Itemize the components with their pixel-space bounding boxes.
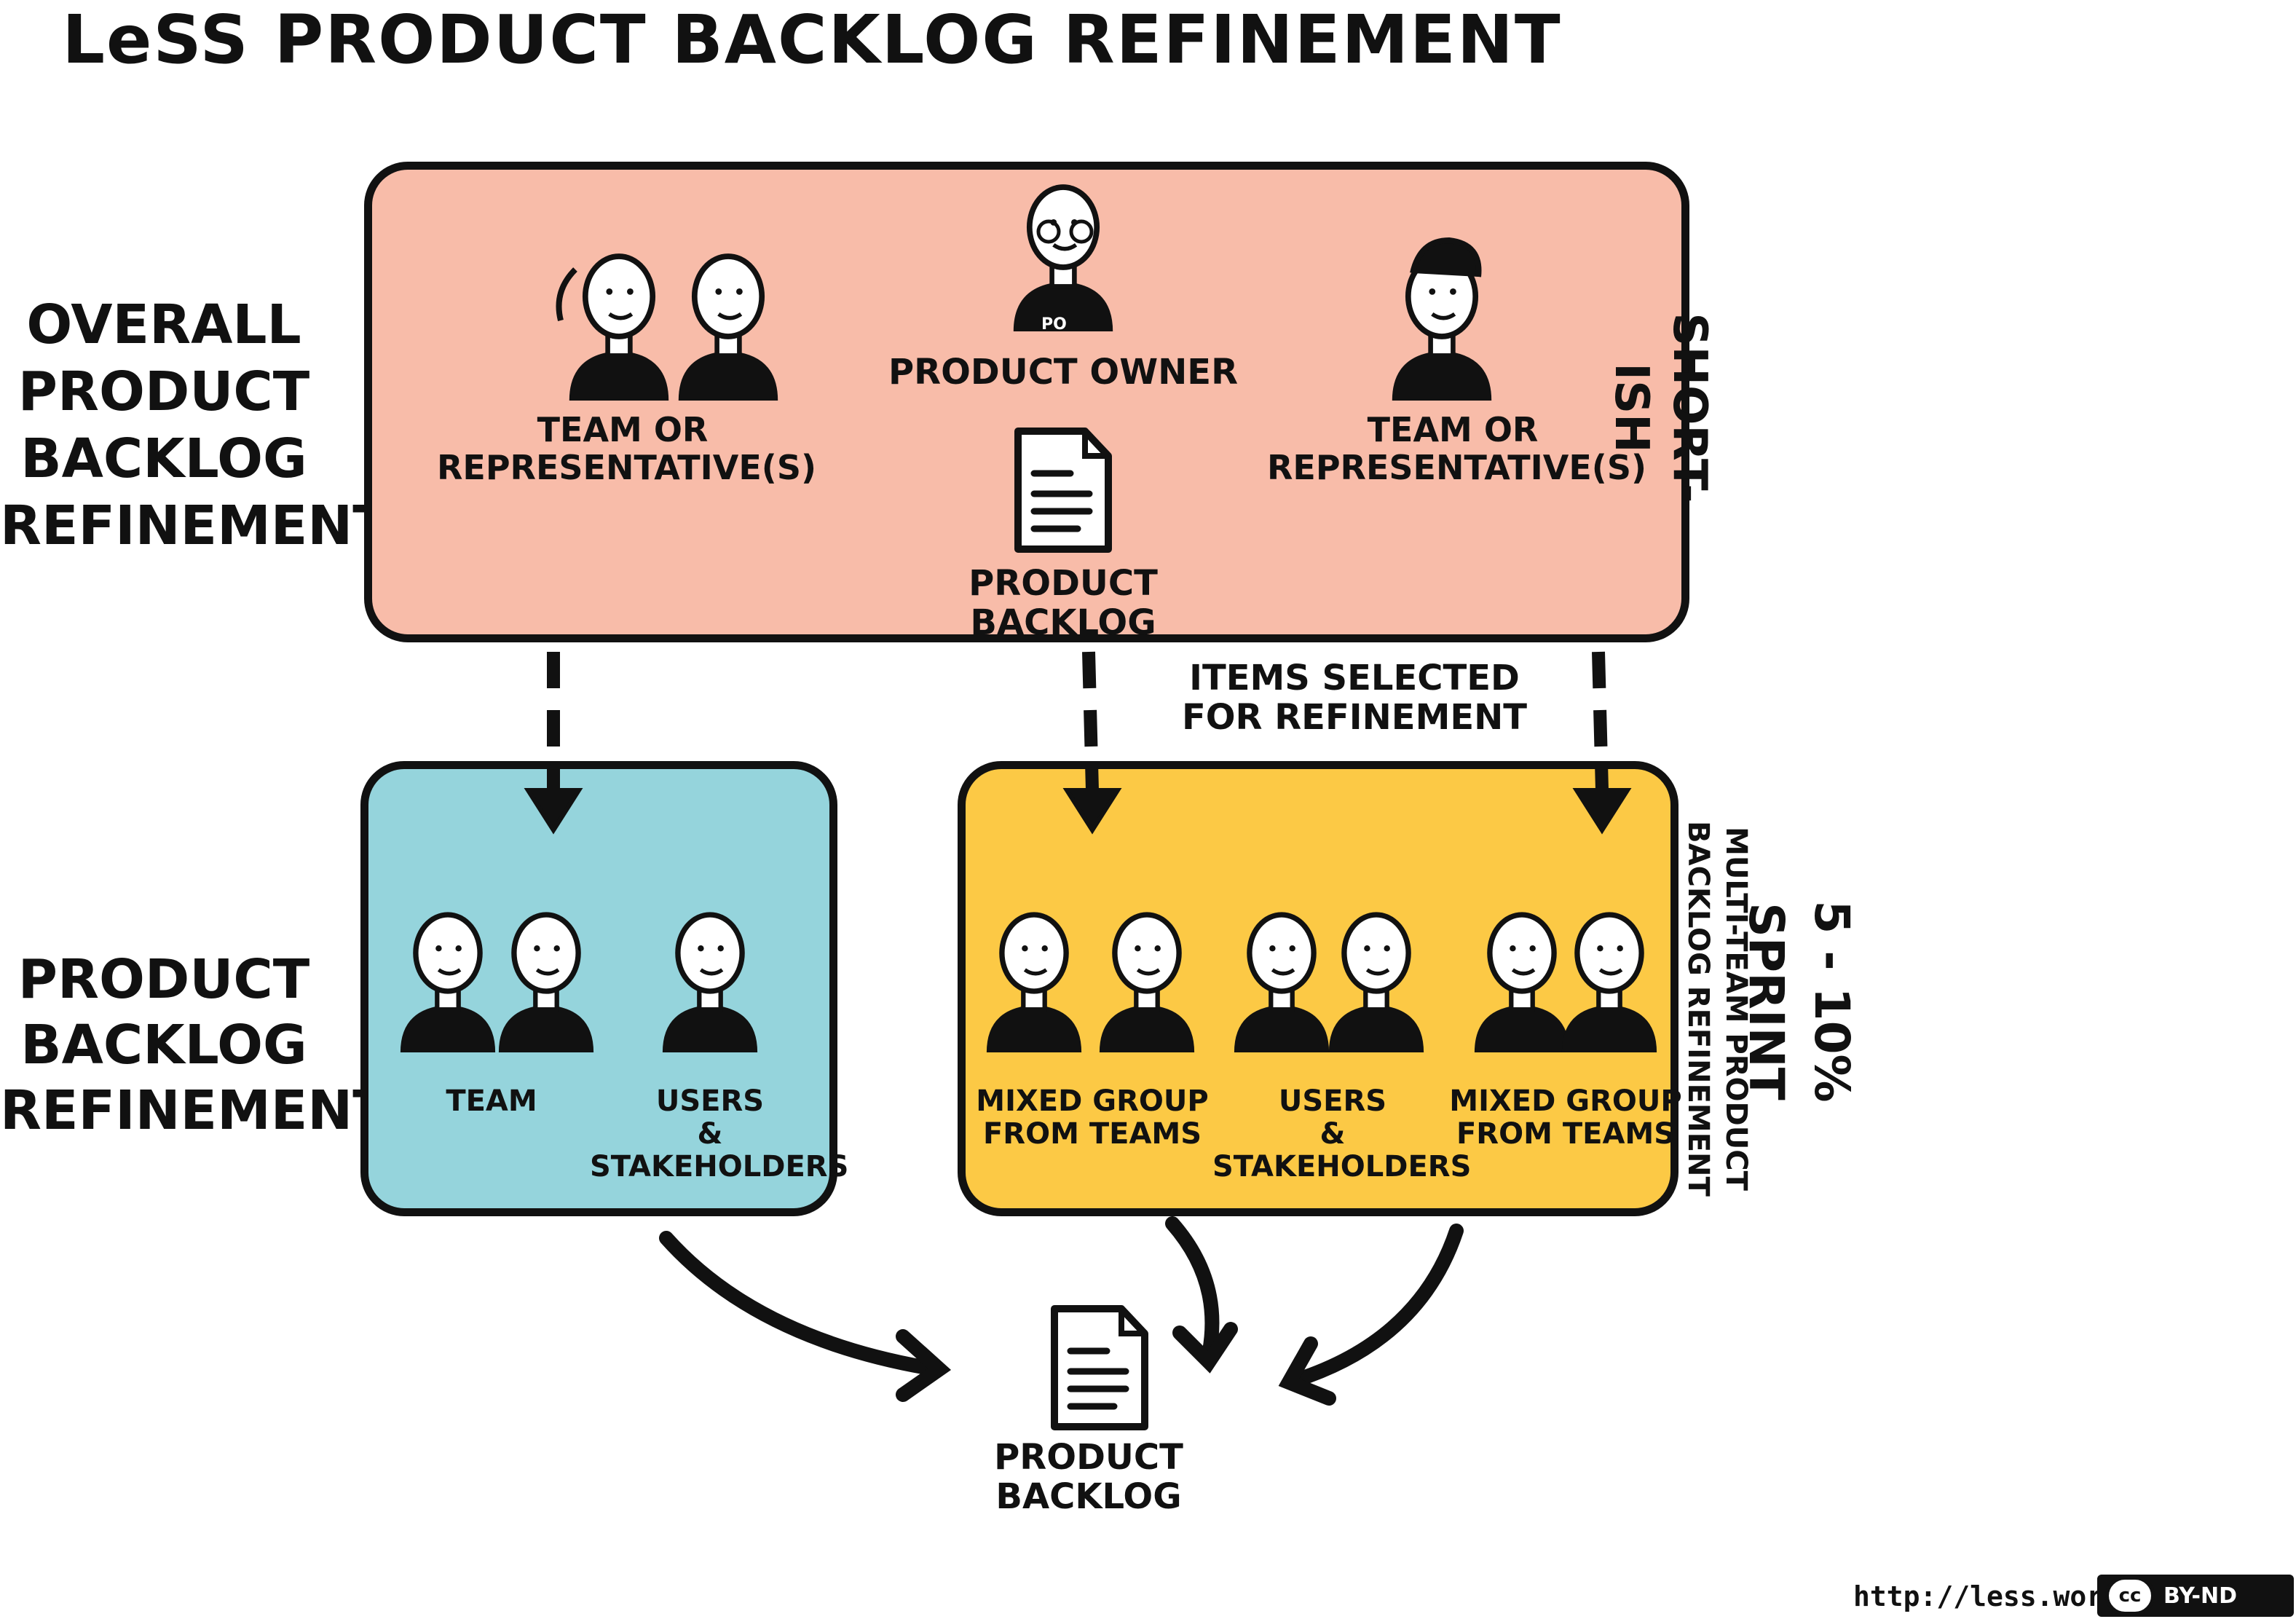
license-text: BY-ND xyxy=(2163,1583,2238,1609)
curved-arrow-from-team xyxy=(659,1231,952,1402)
multi-users-stakeholders-label: USERS & STAKEHOLDERS xyxy=(1212,1084,1472,1183)
overall-refinement-box xyxy=(364,162,1689,642)
team-person-1-icon xyxy=(401,915,495,1052)
mixed-left-person-2-icon xyxy=(1100,915,1194,1052)
mixed-left-person-1-icon xyxy=(987,915,1081,1052)
dashed-arrow-left xyxy=(524,652,583,835)
overall-left-person-1-icon xyxy=(569,256,668,401)
cc-license-badge: cc BY-ND xyxy=(2097,1575,2294,1617)
page-title: LeSS PRODUCT BACKLOG REFINEMENT xyxy=(62,1,1562,79)
bottom-product-backlog-doc-icon xyxy=(1054,1309,1145,1427)
dashed-arrow-middle xyxy=(1062,651,1122,835)
mixed-right-person-2-icon xyxy=(1562,915,1657,1052)
overall-product-backlog-doc-icon xyxy=(1018,431,1108,549)
multi-team-refinement-box xyxy=(958,761,1678,1216)
overall-left-team-label: TEAM OR REPRESENTATIVE(S) xyxy=(437,410,816,487)
team-user-person-icon xyxy=(663,915,757,1052)
multi-user-person-1-icon xyxy=(1234,915,1329,1052)
pbr-label: PRODUCT BACKLOG REFINEMENT xyxy=(0,948,390,1142)
footer-url: http://less.works xyxy=(1853,1580,2137,1612)
bottom-product-backlog-label: PRODUCT BACKLOG xyxy=(994,1437,1183,1517)
mixed-group-right-label: MIXED GROUP FROM TEAMS xyxy=(1449,1084,1682,1151)
po-badge: PO xyxy=(1041,315,1067,334)
team-person-2-icon xyxy=(499,915,593,1052)
overall-right-team-label: TEAM OR REPRESENTATIVE(S) xyxy=(1267,410,1646,487)
curly-hair-icon xyxy=(1410,237,1482,277)
mixed-right-person-1-icon xyxy=(1475,915,1569,1052)
curved-arrow-from-multi-middle xyxy=(1165,1216,1238,1374)
team-label: TEAM xyxy=(446,1084,537,1118)
cc-icon: cc xyxy=(2105,1576,2155,1615)
overall-product-backlog-label: PRODUCT BACKLOG xyxy=(968,563,1158,643)
dashed-arrow-right xyxy=(1572,651,1632,835)
overall-left-person-1-ponytail-icon xyxy=(556,267,577,321)
multi-user-person-2-icon xyxy=(1329,915,1424,1052)
items-selected-label: ITEMS SELECTED FOR REFINEMENT xyxy=(1181,658,1528,738)
mixed-group-left-label: MIXED GROUP FROM TEAMS xyxy=(976,1084,1209,1151)
overall-pbr-label: OVERALL PRODUCT BACKLOG REFINEMENT xyxy=(0,294,390,557)
curved-arrow-from-multi-right xyxy=(1278,1224,1464,1406)
product-owner-icon xyxy=(1014,187,1113,331)
product-owner-label: PRODUCT OWNER xyxy=(888,352,1239,393)
overall-left-person-2-icon xyxy=(679,256,778,401)
overall-right-person-icon xyxy=(1392,256,1491,401)
team-users-stakeholders-label: USERS & STAKEHOLDERS xyxy=(590,1084,849,1183)
